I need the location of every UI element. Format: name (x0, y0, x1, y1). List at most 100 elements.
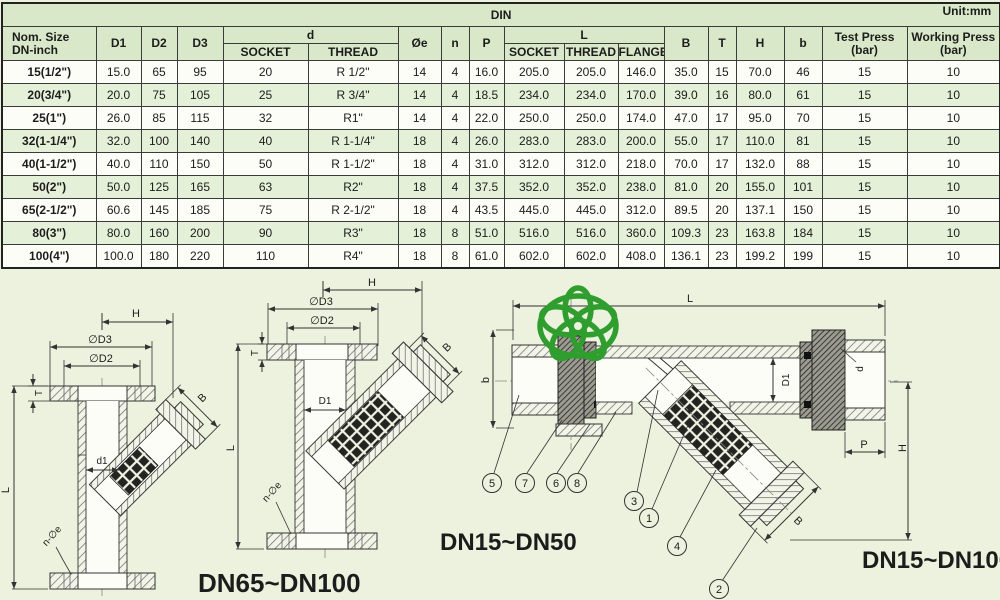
header-t: T (707, 26, 737, 61)
cell-d2: 65 (140, 60, 178, 84)
dim-label-b: B (196, 391, 210, 405)
cell-d3: 140 (176, 129, 224, 153)
header-l-thread: THREAD (563, 43, 619, 61)
cell-l_flange: 200.0 (617, 129, 665, 153)
cell-oe: 18 (397, 152, 442, 176)
cell-n: 8 (440, 244, 470, 269)
dim-label-l: L (225, 445, 237, 451)
cell-d3: 105 (176, 83, 224, 107)
technical-drawings: H ∅D3 ∅D2 L T (0, 277, 1000, 599)
cell-h: 80.0 (735, 83, 785, 107)
cell-t: 17 (707, 152, 737, 176)
svg-text:3: 3 (631, 496, 637, 508)
cell-b: 89.5 (663, 198, 709, 222)
cell-b: 81.0 (663, 175, 709, 199)
cell-oe: 18 (397, 175, 442, 199)
dim-label-ne: n-∅e (41, 524, 65, 549)
cell-l_flange: 170.0 (617, 83, 665, 107)
cell-test: 15 (821, 60, 908, 84)
svg-text:4: 4 (674, 541, 680, 553)
svg-text:6: 6 (553, 478, 559, 490)
cell-d_socket: 25 (222, 83, 309, 107)
header-d3: D3 (176, 26, 224, 61)
cell-l_socket: 234.0 (503, 83, 565, 107)
svg-text:1: 1 (646, 513, 652, 525)
dim-label-h: H (897, 444, 909, 452)
cell-d1: 50.0 (95, 175, 142, 199)
cell-d2: 85 (140, 106, 178, 130)
cell-size: 15(1/2") (1, 60, 97, 84)
cell-b2: 70 (783, 106, 823, 130)
cell-l_flange: 218.0 (617, 152, 665, 176)
cell-l_thread: 234.0 (563, 83, 619, 107)
cell-d2: 160 (140, 221, 178, 245)
cell-d_socket: 75 (222, 198, 309, 222)
cell-d_socket: 20 (222, 60, 309, 84)
cell-d2: 145 (140, 198, 178, 222)
header-b: B (663, 26, 709, 61)
svg-text:7: 7 (522, 478, 528, 490)
cell-h: 155.0 (735, 175, 785, 199)
cell-h: 95.0 (735, 106, 785, 130)
unit-label: Unit:mm (942, 4, 992, 18)
title-bar-row: DIN Unit:mm (1, 2, 1000, 27)
cell-oe: 14 (397, 60, 442, 84)
cell-d1: 15.0 (95, 60, 142, 84)
header-nom-size: Nom. Size DN-inch (1, 26, 97, 61)
cell-d_thread: R 1/2" (307, 60, 399, 84)
cell-d_socket: 63 (222, 175, 309, 199)
cell-oe: 18 (397, 198, 442, 222)
cell-d1: 32.0 (95, 129, 142, 153)
cell-l_thread: 516.0 (563, 221, 619, 245)
balloon-7: 7 (515, 473, 535, 493)
balloon-4: 4 (667, 536, 687, 556)
header-row-2: SOCKET THREAD SOCKET THREAD FLANGE (2, 43, 1000, 61)
header-oe: Øe (397, 26, 442, 61)
cell-d_thread: R2" (307, 175, 399, 199)
cell-n: 4 (440, 60, 470, 84)
cell-n: 4 (440, 175, 470, 199)
cell-b2: 184 (783, 221, 823, 245)
cell-d3: 220 (176, 244, 224, 269)
header-p: P (468, 26, 505, 61)
cell-p: 37.5 (468, 175, 505, 199)
cell-test: 15 (821, 221, 908, 245)
cell-b: 35.0 (663, 60, 709, 84)
header-l-group: L (503, 26, 665, 44)
cell-h: 70.0 (735, 60, 785, 84)
cell-n: 4 (440, 106, 470, 130)
cell-n: 4 (440, 152, 470, 176)
cell-b2: 88 (783, 152, 823, 176)
dim-label-ne: n-∅e (261, 480, 285, 505)
cell-working: 10 (906, 129, 1000, 153)
standard-label: DIN (490, 7, 512, 22)
cell-l_thread: 602.0 (563, 244, 619, 269)
cell-l_thread: 283.0 (563, 129, 619, 153)
header-b2: b (783, 26, 823, 61)
cell-t: 16 (707, 83, 737, 107)
cell-test: 15 (821, 175, 908, 199)
cell-working: 10 (906, 221, 1000, 245)
cell-n: 4 (440, 198, 470, 222)
cell-d_thread: R4" (307, 244, 399, 269)
header-d-group: d (222, 26, 399, 44)
cell-l_flange: 174.0 (617, 106, 665, 130)
cell-l_thread: 312.0 (563, 152, 619, 176)
cell-d3: 95 (176, 60, 224, 84)
cell-n: 4 (440, 83, 470, 107)
cell-b: 39.0 (663, 83, 709, 107)
cell-d_socket: 32 (222, 106, 309, 130)
cell-test: 15 (821, 244, 908, 269)
cell-d_socket: 110 (222, 244, 309, 269)
cell-b: 109.3 (663, 221, 709, 245)
din-spec-table: DIN Unit:mm Nom. Size DN-inch D1 D2 D3 d… (1, 2, 1000, 269)
cell-working: 10 (906, 60, 1000, 84)
cell-d2: 100 (140, 129, 178, 153)
header-l-socket: SOCKET (503, 43, 565, 61)
cell-test: 15 (821, 152, 908, 176)
dim-label-l: L (0, 487, 12, 493)
cell-d1: 20.0 (95, 83, 142, 107)
